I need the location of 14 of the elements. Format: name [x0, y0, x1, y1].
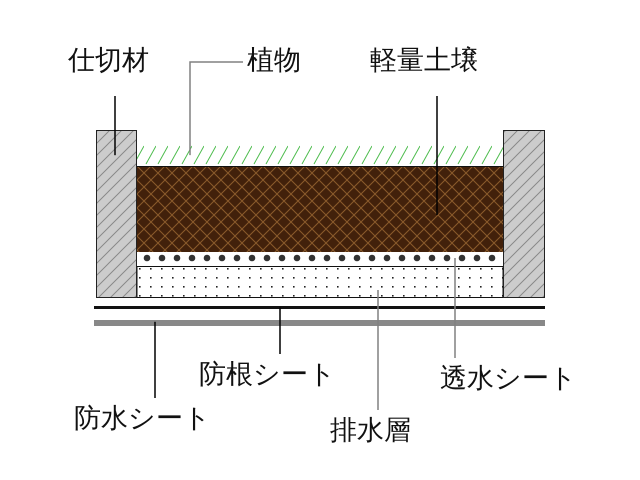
- leader-line: [189, 61, 243, 156]
- leader-line: [436, 96, 438, 216]
- part-label: 防水シート: [74, 402, 234, 438]
- leader-line: [454, 258, 456, 358]
- part-label: 仕切材: [68, 44, 164, 80]
- part-label: 防根シート: [199, 358, 359, 394]
- leader-line: [114, 96, 116, 156]
- part-label: 軽量土壌: [370, 44, 502, 80]
- part-label: 排水層: [330, 414, 430, 450]
- part-label: 植物: [247, 44, 317, 80]
- part-label: 透水シート: [440, 362, 604, 398]
- leader-line: [279, 308, 281, 354]
- leader-line: [154, 322, 156, 398]
- leader-line: [377, 290, 379, 410]
